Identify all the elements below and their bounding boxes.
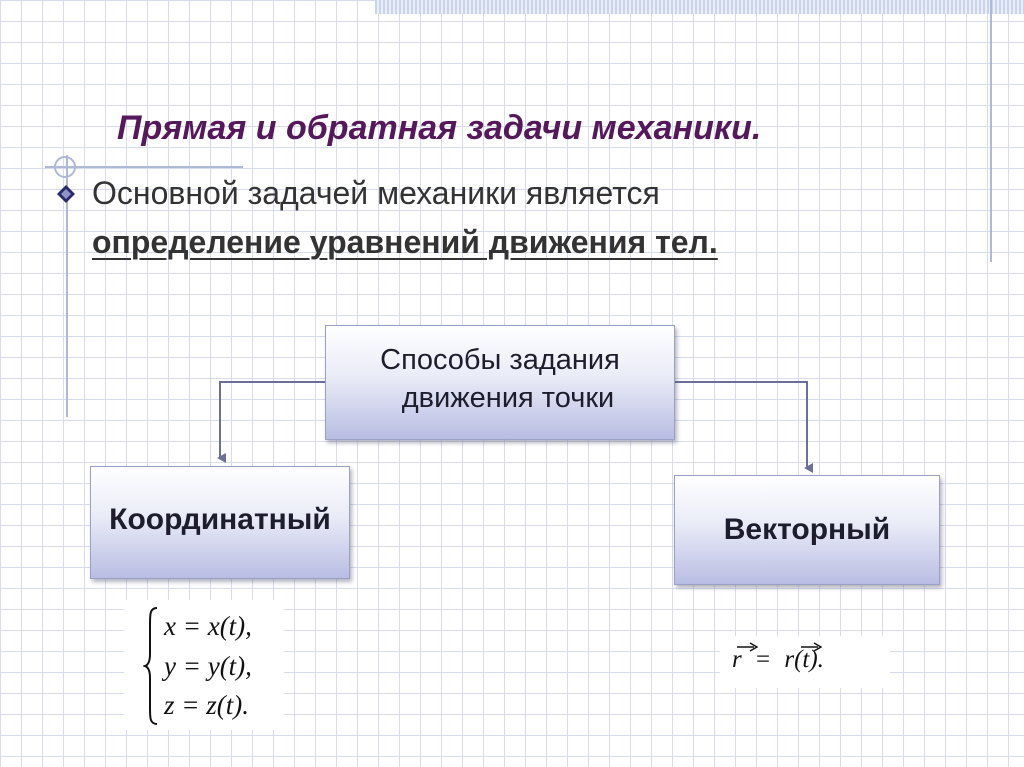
- left-brace-icon: [143, 607, 158, 725]
- decorative-circle: [54, 156, 76, 178]
- decorative-top-band: [375, 0, 1024, 14]
- coordinate-method-box: Координатный: [90, 466, 350, 579]
- vector-arrow-icon: [737, 642, 758, 652]
- vector-arrow-icon: [801, 642, 822, 652]
- vector-equation-lhs: r: [732, 646, 742, 673]
- vector-method-label: Векторный: [723, 513, 891, 546]
- decorative-vertical-line-right: [990, 0, 992, 262]
- coordinate-method-label: Координатный: [109, 502, 331, 536]
- vector-equation-rhs: r(t).: [784, 646, 824, 673]
- decorative-vertical-line-left: [66, 155, 68, 417]
- vector-equation: r = r(t).: [732, 646, 824, 674]
- root-node-line1: Способы задания: [380, 343, 620, 376]
- bullet-emphasis-text: определение уравнений движения тел.: [92, 224, 718, 260]
- decorative-horizontal-line: [45, 166, 243, 168]
- coordinate-equation-x: x = x(t),: [164, 611, 252, 641]
- connector-to-vector: [675, 381, 813, 473]
- coordinate-equation-z: z = z(t).: [164, 690, 249, 720]
- connector-to-coordinate: [217, 381, 325, 463]
- vector-equation-equals: =: [755, 646, 771, 673]
- bullet-text: Основной задачей механики является: [92, 175, 660, 211]
- root-node-line2: движения точки: [401, 381, 615, 414]
- coordinate-equation-y: y = y(t),: [164, 651, 252, 681]
- vector-formula-panel: [720, 636, 890, 688]
- diamond-bullet-icon: [57, 185, 75, 203]
- vector-method-box: Векторный: [674, 475, 940, 585]
- root-node-box: Способы задания движения точки: [325, 325, 675, 440]
- slide-title: Прямая и обратная задачи механики.: [117, 109, 762, 147]
